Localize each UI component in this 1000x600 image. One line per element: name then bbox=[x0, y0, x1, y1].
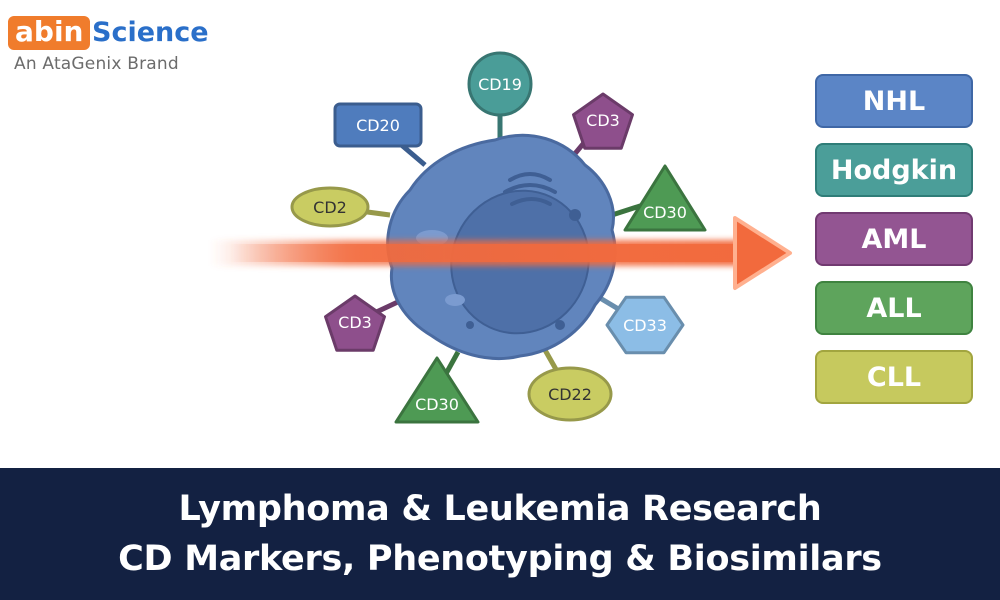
brand-logo: abin Science An AtaGenix Brand bbox=[8, 6, 228, 76]
disease-label: NHL bbox=[862, 85, 926, 117]
marker-label: CD20 bbox=[356, 116, 400, 135]
logo-abin-mark: abin bbox=[8, 16, 91, 50]
disease-box-nhl: NHL bbox=[815, 74, 973, 128]
flow-arrow bbox=[210, 216, 792, 290]
marker-label: CD22 bbox=[548, 385, 592, 404]
marker-shape bbox=[394, 356, 480, 424]
disease-box-hodgkin: Hodgkin bbox=[815, 143, 973, 197]
marker-cd22-ellipse: CD22 bbox=[527, 366, 613, 422]
marker-cd19-circle: CD19 bbox=[467, 51, 533, 117]
cell-vesicle bbox=[555, 320, 565, 330]
banner-subtitle: CD Markers, Phenotyping & Biosimilars bbox=[118, 539, 882, 579]
marker-shape bbox=[527, 366, 613, 422]
marker-cd20-rect: CD20 bbox=[333, 102, 423, 148]
marker-shape bbox=[572, 92, 634, 150]
disease-label: Hodgkin bbox=[830, 154, 958, 186]
marker-label: CD19 bbox=[478, 75, 522, 94]
cell-organelle bbox=[445, 294, 465, 306]
marker-shape bbox=[333, 102, 423, 148]
marker-label: CD30 bbox=[415, 395, 459, 414]
marker-cd3-pentagon: CD3 bbox=[324, 294, 386, 352]
marker-cd30-triangle: CD30 bbox=[394, 356, 480, 424]
disease-label: ALL bbox=[866, 292, 922, 324]
marker-shape bbox=[324, 294, 386, 352]
disease-box-all: ALL bbox=[815, 281, 973, 335]
marker-label: CD3 bbox=[586, 111, 620, 130]
marker-label: CD3 bbox=[338, 313, 372, 332]
marker-cd3-pentagon: CD3 bbox=[572, 92, 634, 150]
marker-label: CD2 bbox=[313, 198, 347, 217]
marker-cd2-ellipse: CD2 bbox=[290, 186, 370, 228]
disease-box-cll: CLL bbox=[815, 350, 973, 404]
marker-cd33-hexagon: CD33 bbox=[605, 295, 685, 355]
logo-science-text: Science bbox=[92, 17, 209, 48]
disease-label: CLL bbox=[866, 361, 922, 393]
marker-shape bbox=[623, 164, 707, 232]
cell-golgi bbox=[503, 172, 557, 206]
marker-label: CD33 bbox=[623, 316, 667, 335]
cell-vesicle bbox=[569, 209, 581, 221]
disease-box-aml: AML bbox=[815, 212, 973, 266]
marker-label: CD30 bbox=[643, 203, 687, 222]
banner-title: Lymphoma & Leukemia Research bbox=[178, 489, 822, 529]
marker-shape bbox=[605, 295, 685, 355]
logo-tagline: An AtaGenix Brand bbox=[14, 54, 179, 74]
marker-cd30-triangle: CD30 bbox=[623, 164, 707, 232]
marker-shape bbox=[290, 186, 370, 228]
disease-label: AML bbox=[861, 223, 927, 255]
cell-vesicle bbox=[466, 321, 474, 329]
marker-shape bbox=[467, 51, 533, 117]
title-banner: Lymphoma & Leukemia Research CD Markers,… bbox=[0, 468, 1000, 600]
